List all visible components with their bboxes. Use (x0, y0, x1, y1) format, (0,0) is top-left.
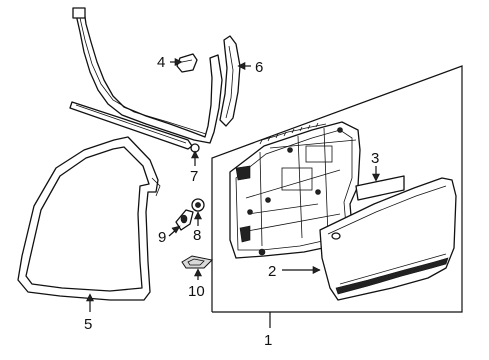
label-part-3 (355, 175, 405, 201)
edge-seal-part-6 (219, 35, 241, 127)
callout-5: 5 (84, 316, 92, 333)
grommet-part-9 (175, 209, 194, 231)
weatherstrip-part-5 (17, 136, 161, 301)
callout-2: 2 (268, 263, 276, 280)
outer-panel-part-2 (319, 177, 457, 301)
callout-1: 1 (264, 332, 272, 349)
leader-lines (86, 58, 380, 328)
callout-labels: 1 2 3 4 5 6 7 8 9 10 (84, 54, 379, 349)
callout-3: 3 (371, 150, 379, 167)
pad-part-10 (181, 255, 214, 269)
plug-part-8 (191, 198, 205, 212)
door-inner-frame (229, 121, 361, 259)
callout-8: 8 (193, 227, 201, 244)
clip-part-4 (176, 53, 198, 73)
assembly-boundary (211, 65, 463, 313)
upper-weatherstrip-part (69, 7, 223, 153)
callout-6: 6 (255, 59, 263, 76)
callout-10: 10 (188, 283, 205, 300)
callout-9: 9 (158, 229, 166, 246)
callout-7: 7 (190, 168, 198, 185)
callout-4: 4 (157, 54, 165, 71)
